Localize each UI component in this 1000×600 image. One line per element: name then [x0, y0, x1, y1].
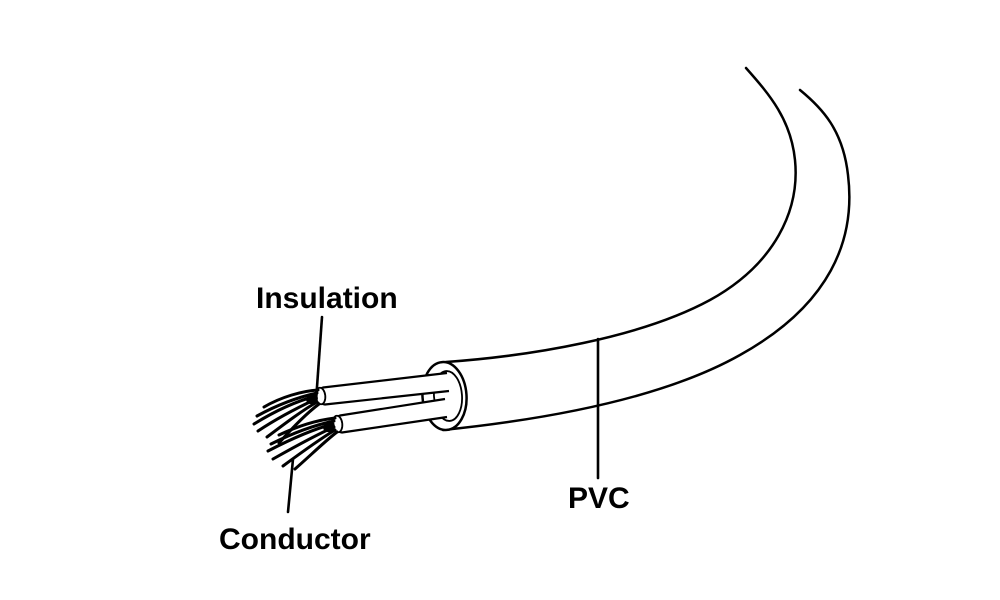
insulated-wire-lower — [332, 397, 448, 434]
conductor-leader-line — [286, 457, 295, 514]
conductor-label: Conductor — [219, 523, 371, 556]
cable-jacket-bottom-edge — [441, 88, 851, 432]
conductor-bundle-lower — [323, 421, 335, 433]
pvc-label: PVC — [568, 482, 630, 515]
cable-jacket-top-edge — [444, 66, 797, 364]
leader-lines — [286, 315, 600, 514]
insulation-label: Insulation — [256, 282, 398, 315]
insulation-leader-line — [314, 315, 324, 403]
cable-jacket — [441, 66, 851, 432]
